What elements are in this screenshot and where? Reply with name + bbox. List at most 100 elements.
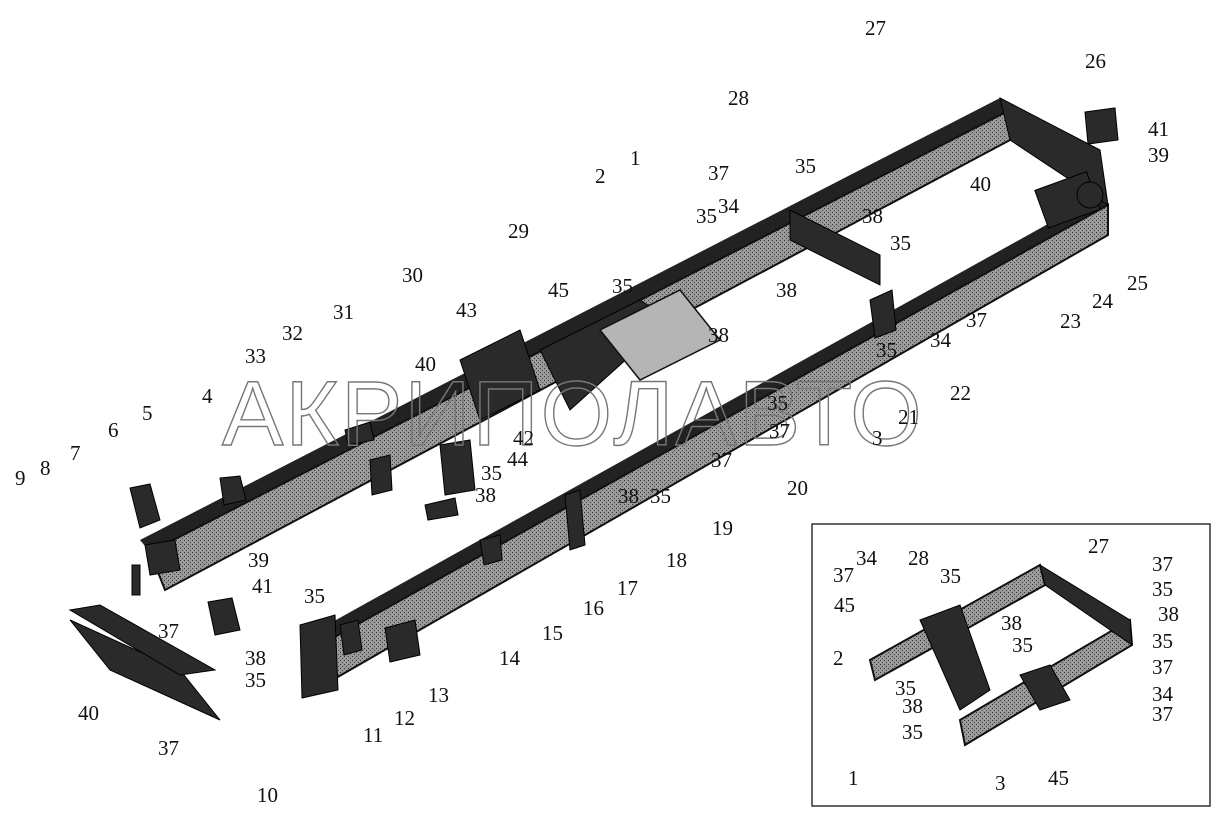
inset-callout-35: 35 — [1012, 633, 1033, 657]
bracket-13 — [384, 619, 421, 663]
main-callout-1: 1 — [630, 146, 641, 170]
inset-callout-34: 34 — [1152, 682, 1174, 706]
main-callout-7: 7 — [70, 441, 81, 465]
inset-detail — [811, 523, 1211, 807]
main-callout-39: 39 — [1148, 143, 1169, 167]
main-callout-5: 5 — [142, 401, 153, 425]
main-callout-39: 39 — [248, 548, 269, 572]
main-callout-12: 12 — [394, 706, 415, 730]
main-callout-38: 38 — [618, 484, 639, 508]
main-callout-37: 37 — [708, 161, 729, 185]
bracket-22 — [869, 289, 897, 339]
inset-callout-35: 35 — [902, 720, 923, 744]
inset-callout-37: 37 — [833, 563, 854, 587]
inset-callout-38: 38 — [902, 694, 923, 718]
main-callout-35: 35 — [767, 391, 788, 415]
inset-callout-34: 34 — [856, 546, 878, 570]
spring-bracket-31 — [439, 439, 476, 496]
main-callout-4: 4 — [202, 384, 213, 408]
main-callout-34: 34 — [718, 194, 740, 218]
inset-callout-3: 3 — [995, 771, 1006, 795]
main-callout-38: 38 — [708, 323, 729, 347]
cross-member-28 — [789, 209, 881, 286]
main-callout-40: 40 — [78, 701, 99, 725]
main-callout-35: 35 — [696, 204, 717, 228]
inset-callout-28: 28 — [908, 546, 929, 570]
main-callout-37: 37 — [966, 308, 987, 332]
main-callout-37: 37 — [711, 448, 732, 472]
main-callout-31: 31 — [333, 300, 354, 324]
main-callout-2: 2 — [595, 164, 606, 188]
main-callout-8: 8 — [40, 456, 51, 480]
main-callout-20: 20 — [787, 476, 808, 500]
main-callout-17: 17 — [617, 576, 638, 600]
main-callout-37: 37 — [769, 419, 790, 443]
main-callout-29: 29 — [508, 219, 529, 243]
main-callout-37: 37 — [158, 736, 179, 760]
main-callout-13: 13 — [428, 683, 449, 707]
main-callout-27: 27 — [865, 16, 886, 40]
main-callout-41: 41 — [252, 574, 273, 598]
main-callout-43: 43 — [456, 298, 477, 322]
inset-callout-2: 2 — [833, 646, 844, 670]
main-callout-33: 33 — [245, 344, 266, 368]
main-callout-26: 26 — [1085, 49, 1106, 73]
inset-callout-38: 38 — [1158, 602, 1179, 626]
bracket-12 — [339, 619, 363, 656]
main-callout-14: 14 — [499, 646, 521, 670]
bracket-33 — [344, 421, 375, 446]
main-callout-35: 35 — [304, 584, 325, 608]
inset-callout-38: 38 — [1001, 611, 1022, 635]
main-callout-25: 25 — [1127, 271, 1148, 295]
inset-callout-45: 45 — [834, 593, 855, 617]
main-callout-38: 38 — [245, 646, 266, 670]
inset-callout-37: 37 — [1152, 552, 1173, 576]
main-callout-15: 15 — [542, 621, 563, 645]
main-callout-35: 35 — [650, 484, 671, 508]
main-callout-24: 24 — [1092, 289, 1114, 313]
spring-bracket-17 — [564, 489, 586, 551]
bracket-18 — [424, 497, 459, 521]
inset-callout-1: 1 — [848, 766, 859, 790]
main-callout-19: 19 — [712, 516, 733, 540]
tow-hitch — [1034, 170, 1104, 229]
bracket-15 — [479, 534, 503, 566]
main-callout-35: 35 — [481, 461, 502, 485]
inset-callout-35: 35 — [1152, 629, 1173, 653]
main-callout-22: 22 — [950, 381, 971, 405]
main-callout-35: 35 — [890, 231, 911, 255]
main-callout-41: 41 — [1148, 117, 1169, 141]
bracket-6 — [129, 483, 161, 529]
main-callout-9: 9 — [15, 466, 26, 490]
main-callout-34: 34 — [930, 328, 952, 352]
inset-callout-45: 45 — [1048, 766, 1069, 790]
cross-member-arched — [598, 289, 722, 381]
main-callout-40: 40 — [970, 172, 991, 196]
main-callout-37: 37 — [158, 619, 179, 643]
main-callout-44: 44 — [507, 447, 529, 471]
main-callout-42: 42 — [513, 426, 534, 450]
main-callout-30: 30 — [402, 263, 423, 287]
inset-callout-37: 37 — [1152, 655, 1173, 679]
front-cross-member — [459, 329, 541, 421]
bracket-11 — [299, 614, 339, 699]
main-callout-6: 6 — [108, 418, 119, 442]
main-callout-35: 35 — [612, 274, 633, 298]
main-callout-10: 10 — [257, 783, 278, 807]
main-callout-35: 35 — [876, 338, 897, 362]
inset-callout-35: 35 — [895, 676, 916, 700]
main-callout-38: 38 — [862, 204, 883, 228]
main-callout-38: 38 — [776, 278, 797, 302]
main-callout-45: 45 — [548, 278, 569, 302]
main-callout-23: 23 — [1060, 309, 1081, 333]
inset-callout-37: 37 — [1152, 702, 1173, 726]
main-callout-16: 16 — [583, 596, 604, 620]
main-callout-18: 18 — [666, 548, 687, 572]
bracket-26 — [1084, 107, 1119, 145]
spring-bracket-32 — [369, 454, 393, 496]
tow-hook-8 — [131, 564, 141, 596]
watermark: АКРИПОЛАВТО — [221, 362, 924, 465]
watermark-text: АКРИПОЛАВТО — [222, 363, 924, 465]
